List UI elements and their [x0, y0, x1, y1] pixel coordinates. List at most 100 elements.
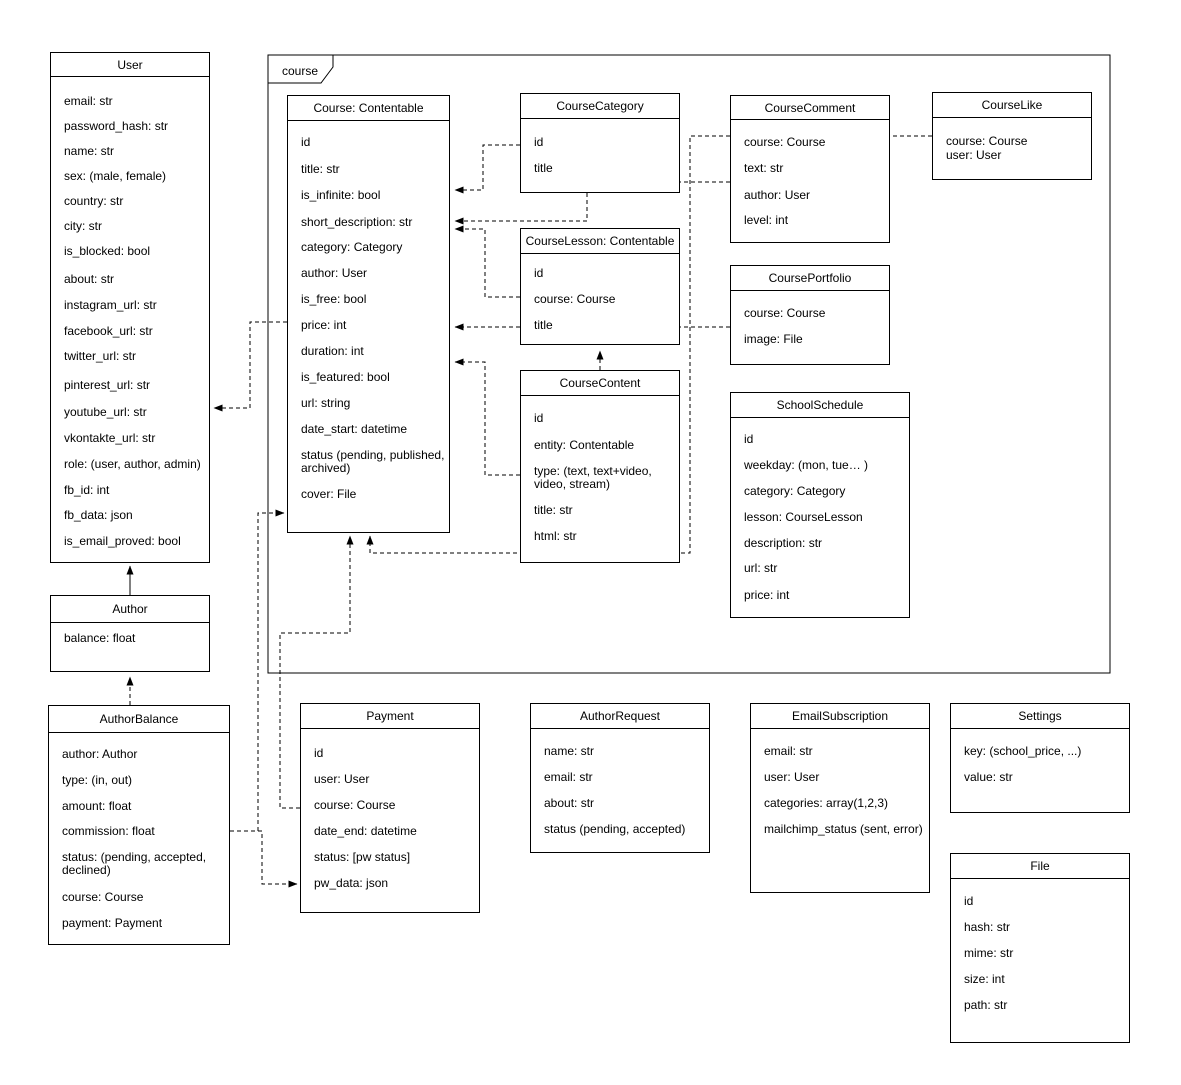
entity-title-course_portfolio: CoursePortfolio — [731, 266, 889, 291]
entity-field: duration: int — [301, 344, 364, 358]
entity-field: is_infinite: bool — [301, 188, 381, 202]
entity-field: description: str — [744, 536, 823, 550]
entity-title-email_subscription: EmailSubscription — [751, 704, 929, 729]
entity-title-course_like: CourseLike — [933, 93, 1091, 118]
entity-field: is_free: bool — [301, 292, 367, 306]
entity-field: key: (school_price, ...) — [964, 744, 1082, 758]
entity-field: id — [744, 432, 754, 446]
entity-field: course: Course — [314, 798, 396, 812]
entity-field: title — [534, 318, 553, 332]
entity-title-course_lesson: CourseLesson: Contentable — [521, 229, 679, 254]
entity-field: course: Course — [744, 135, 826, 149]
entity-title-course_comment: CourseComment — [731, 96, 889, 120]
entity-field: html: str — [534, 529, 577, 543]
entity-field: pw_data: json — [314, 876, 389, 890]
entity-course_lesson[interactable]: CourseLesson: Contentable id course: Cours… — [520, 228, 680, 345]
entity-field: price: int — [744, 588, 790, 602]
relation-AuthorBalance-Payment[interactable] — [230, 830, 298, 888]
entity-author[interactable]: Author balance: float — [50, 595, 210, 672]
entity-field: course: Course — [534, 292, 616, 306]
entity-field: path: str — [964, 998, 1008, 1012]
entity-title-course_category: CourseCategory — [521, 94, 679, 119]
entity-field: course: Course — [744, 306, 826, 320]
entity-field: id — [534, 135, 544, 149]
entity-title-settings: Settings — [951, 704, 1129, 729]
relation-CourseLesson-Course[interactable] — [454, 225, 520, 298]
entity-field: city: str — [64, 219, 102, 233]
entity-field: id — [534, 411, 544, 425]
entity-field: category: Category — [301, 240, 403, 254]
relation-Course-User[interactable] — [213, 321, 287, 412]
entity-field: status (pending, published, archived) — [301, 448, 445, 475]
entity-author_balance[interactable]: AuthorBalance author: Author type: (in, ou… — [48, 705, 230, 945]
entity-field: fb_data: json — [64, 508, 133, 522]
entity-title-file: File — [951, 854, 1129, 879]
entity-field: author: Author — [62, 747, 138, 761]
entity-field: name: str — [64, 144, 115, 158]
entity-field: author: User — [744, 188, 811, 202]
entity-title-author: Author — [51, 596, 209, 623]
entity-field: date_end: datetime — [314, 824, 417, 838]
entity-field: type: (text, text+video, video, stream) — [534, 464, 652, 491]
entity-field: author: User — [301, 266, 368, 280]
entity-course_category[interactable]: CourseCategory id title — [520, 93, 680, 193]
entity-field: twitter_url: str — [64, 349, 137, 363]
entity-field: mime: str — [964, 946, 1014, 960]
entity-field: about: str — [64, 272, 115, 286]
entity-field: name: str — [544, 744, 595, 758]
entity-field: type: (in, out) — [62, 773, 133, 787]
entity-field: title — [534, 161, 553, 175]
entity-field: user: User — [314, 772, 370, 786]
entity-field: cover: File — [301, 487, 357, 501]
entity-field: is_featured: bool — [301, 370, 390, 384]
entity-field: facebook_url: str — [64, 324, 153, 338]
entity-title-author_request: AuthorRequest — [531, 704, 709, 729]
entity-field: id — [301, 135, 311, 149]
entity-field: role: (user, author, admin) — [64, 457, 201, 471]
entity-field: payment: Payment — [62, 916, 163, 930]
entity-title-user: User — [51, 53, 209, 77]
entity-field: fb_id: int — [64, 483, 110, 497]
entity-field: email: str — [764, 744, 813, 758]
entity-field: commission: float — [62, 824, 155, 838]
relation-AuthorBalance-Course[interactable] — [230, 509, 285, 832]
relation-CourseContent-Course[interactable] — [454, 358, 520, 476]
entity-field: size: int — [964, 972, 1005, 986]
entity-field: title: str — [534, 503, 573, 517]
entity-title-school_schedule: SchoolSchedule — [731, 393, 909, 418]
entity-field: id — [534, 266, 544, 280]
relation-CourseCategory-Course[interactable] — [454, 144, 520, 194]
entity-field: title: str — [301, 162, 340, 176]
entity-field: level: int — [744, 213, 789, 227]
entity-field: status: (pending, accepted, declined) — [62, 850, 207, 877]
entity-field: weekday: (mon, tue… ) — [744, 458, 869, 472]
entity-field: id — [964, 894, 974, 908]
entity-field: is_blocked: bool — [64, 244, 151, 258]
package-label: course — [282, 64, 319, 78]
entity-field: sex: (male, female) — [64, 169, 167, 183]
entity-field: course: Course — [62, 890, 144, 904]
entity-field: instagram_url: str — [64, 298, 157, 312]
entity-title-author_balance: AuthorBalance — [49, 706, 229, 733]
entity-field: short_description: str — [301, 215, 413, 229]
entity-field: url: string — [301, 396, 351, 410]
entity-field: date_start: datetime — [301, 422, 408, 436]
entity-field: status: [pw status] — [314, 850, 411, 864]
entity-field: amount: float — [62, 799, 132, 813]
entity-field: balance: float — [64, 631, 136, 645]
entity-field: youtube_url: str — [64, 405, 147, 419]
entity-title-payment: Payment — [301, 704, 479, 729]
